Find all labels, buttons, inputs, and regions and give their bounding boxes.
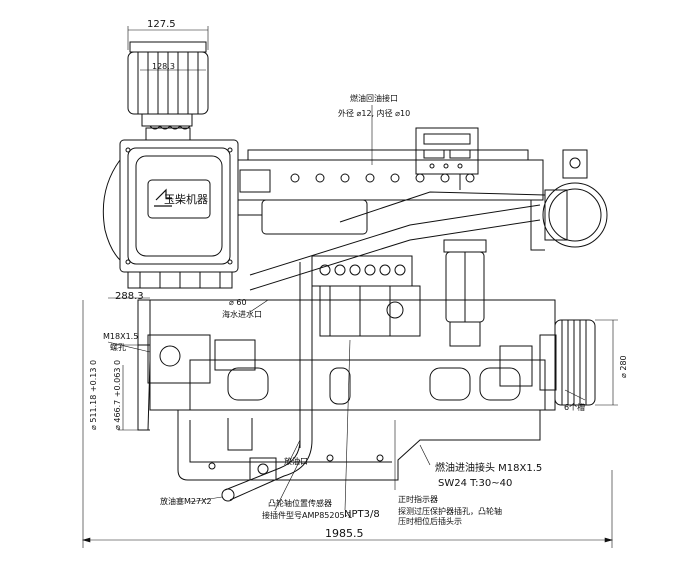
pipes — [221, 191, 546, 502]
fuel-return-sizes: 外径 ⌀12, 内径 ⌀10 — [338, 109, 411, 118]
fuel-pump — [311, 255, 421, 337]
seawater-size: ⌀ 60 — [229, 298, 247, 307]
flywheel-housing — [137, 299, 151, 431]
drain-label: 放油口 — [284, 457, 308, 466]
seawater-label: 海水进水口 — [222, 310, 262, 319]
tacho-line1: 探测过压保护器插孔，凸轮轴 — [398, 507, 502, 516]
dim-filter-width: 128.3 — [152, 62, 175, 71]
oil-pan — [177, 410, 541, 481]
fuel-filter — [443, 239, 487, 347]
grooves-label: 6个槽 — [564, 403, 586, 412]
fuel-inlet-label: 燃油进油接头 M18X1.5 — [435, 463, 543, 474]
fuel-return-title: 燃油回油接口 — [350, 94, 398, 103]
engine-upper — [237, 149, 544, 235]
dim-511: ⌀ 511.18 +0.13 0 — [89, 359, 98, 430]
leader-lines — [107, 105, 586, 511]
dim-overall-length: 1985.5 — [325, 527, 364, 540]
instrument-panel — [415, 127, 479, 190]
m18-left-sub: 螺孔 — [110, 343, 126, 352]
drain-bottom-label: 放油塞M27X2 — [160, 497, 212, 506]
tacho-line2: 压时相位后插头示 — [398, 517, 462, 526]
engine-block — [147, 299, 556, 411]
air-filter — [127, 41, 209, 141]
dim-466: ⌀ 466.7 +0.063 0 — [113, 359, 122, 430]
npt-label: NPT3/8 — [344, 509, 380, 520]
m18-left: M18X1.5 — [103, 332, 139, 341]
sensor-part: 接插件型号AMP85205-1 — [262, 511, 353, 520]
dim-pulley: ⌀ 280 — [619, 355, 628, 378]
heat-exchanger — [102, 139, 239, 289]
yuchai-logo-icon — [154, 188, 172, 207]
dim-top-width: 127.5 — [147, 19, 176, 30]
sw24-label: SW24 T:30~40 — [438, 478, 513, 489]
turbocharger — [530, 149, 608, 251]
dim-left-height: 288.3 — [115, 291, 144, 302]
logo-text: 玉柴机器 — [164, 193, 208, 206]
sensor-title: 凸轮轴位置传感器 — [268, 499, 332, 508]
tacho-title: 正时指示器 — [398, 495, 438, 504]
crank-pulley — [539, 319, 596, 406]
